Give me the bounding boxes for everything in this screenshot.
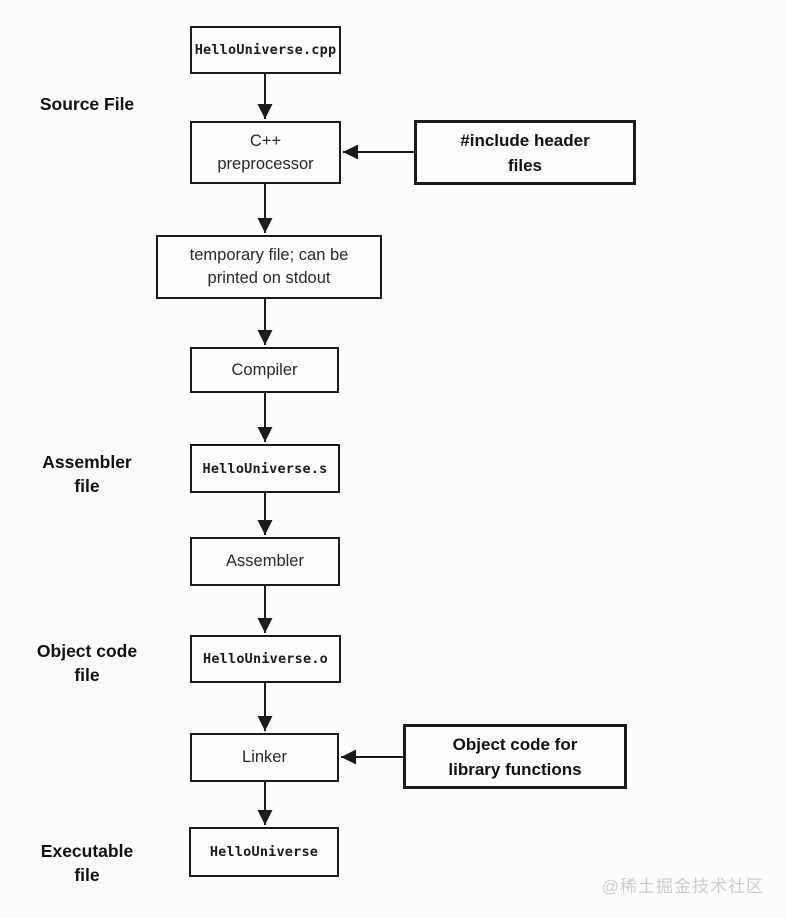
watermark: @稀土掘金技术社区: [601, 877, 764, 896]
node-source-file: HelloUniverse.cpp: [190, 26, 341, 74]
node-cpp-preprocessor: C++ preprocessor: [190, 121, 341, 184]
node-assembler: Assembler: [190, 537, 340, 586]
stage-label-executable-file: Executable file: [40, 841, 134, 885]
node-executable: HelloUniverse: [189, 827, 339, 877]
node-include-header-files: #include header files: [414, 120, 636, 185]
stage-label-assembler-file: Assembler file: [42, 452, 132, 496]
node-linker: Linker: [190, 733, 339, 782]
node-assembler-file: HelloUniverse.s: [190, 444, 340, 493]
node-compiler: Compiler: [190, 347, 339, 393]
stage-label-source-file: Source File: [39, 94, 135, 114]
node-library-object-code: Object code for library functions: [403, 724, 627, 789]
node-temporary-file: temporary file; can be printed on stdout: [156, 235, 382, 299]
stage-label-object-code-file: Object code file: [36, 641, 138, 685]
node-object-file: HelloUniverse.o: [190, 635, 341, 683]
